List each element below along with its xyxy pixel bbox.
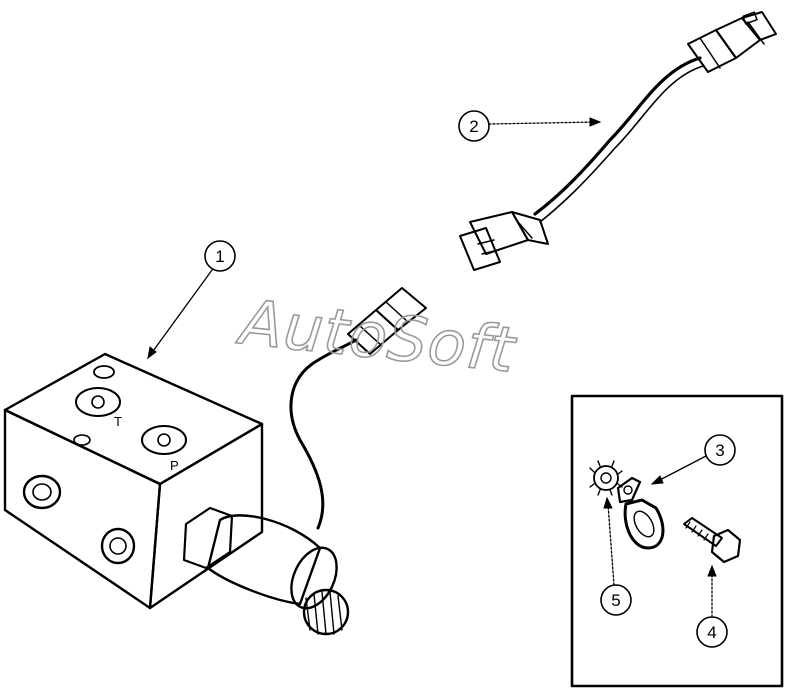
callout-3: 3	[650, 434, 736, 485]
port-p-label: P	[170, 458, 179, 473]
callout-5-label: 5	[611, 591, 620, 610]
watermark-text: AutoSoft	[233, 285, 520, 387]
hardware-inset-box	[570, 394, 784, 688]
lock-washer	[589, 460, 623, 496]
callout-1: 1	[147, 240, 236, 360]
solenoid-connector	[347, 287, 427, 355]
watermark: AutoSoft	[232, 284, 521, 388]
valve-block-assembly: T P	[3, 287, 427, 636]
port-t-label: T	[114, 414, 122, 429]
callout-2: 2	[458, 110, 602, 142]
callout-4-label: 4	[707, 623, 716, 642]
callout-3-label: 3	[715, 441, 724, 460]
callout-1-label: 1	[215, 247, 224, 266]
wiring-harness	[459, 11, 777, 271]
callout-5: 5	[600, 496, 632, 616]
port-p: P	[141, 425, 187, 473]
port-t: T	[75, 387, 122, 429]
callout-2-label: 2	[469, 117, 478, 136]
p-clamp	[616, 476, 665, 550]
callout-4: 4	[696, 564, 728, 648]
harness-connector-bottom	[459, 211, 549, 271]
harness-connector-top	[687, 11, 777, 73]
bolt	[683, 517, 742, 564]
